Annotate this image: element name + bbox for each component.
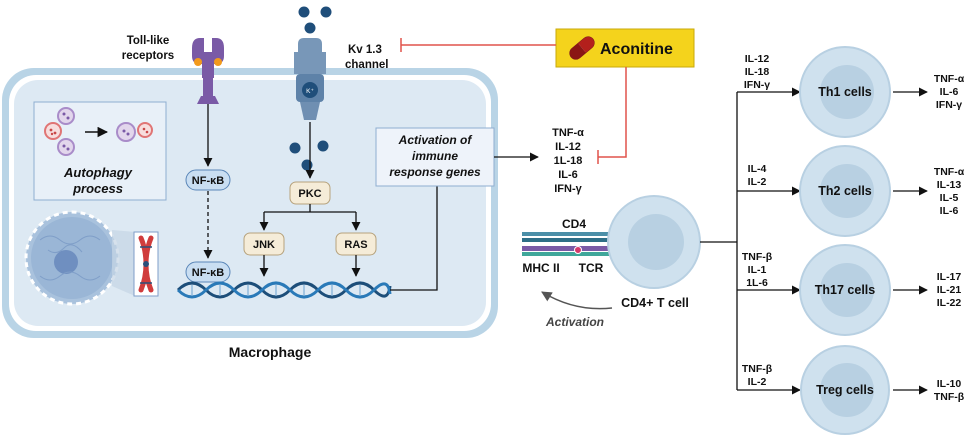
th17-output-2: IL-22 [937, 297, 962, 309]
cd4-label: CD4 [562, 217, 586, 231]
kv-channel-label-1: Kv 1.3 [348, 44, 382, 56]
th2-label: Th2 cells [818, 184, 872, 198]
potassium-ion-icons [289, 6, 332, 171]
cytokine-out-1: IL-12 [555, 141, 581, 153]
toll-like-receptor-icon [192, 38, 224, 104]
nucleus-icon [24, 210, 120, 306]
th1-input-2: IFN-γ [744, 79, 770, 91]
tcr-label: TCR [579, 261, 604, 275]
th17-input-0: TNF-β [742, 251, 773, 263]
nfkb-top-label: NF-κB [192, 175, 224, 187]
autophagy-label-2: process [72, 181, 123, 196]
th2-cell-nucleus [820, 164, 874, 218]
dna-helix-icon [176, 281, 392, 299]
autophagosome-icons [44, 107, 75, 156]
immune-synapse [522, 232, 612, 256]
aconitine-inhibits-cytokines [597, 67, 627, 164]
th1-label: Th1 cells [818, 85, 872, 99]
chromosome-zoom-wedge [112, 230, 135, 296]
th2-output-3: IL-6 [940, 205, 959, 217]
cytokine-out-0: TNF-α [552, 127, 584, 139]
th17-label: Th17 cells [815, 283, 875, 297]
autolysosome-icon [116, 122, 153, 142]
mhc-label: MHC II [522, 261, 559, 275]
kv-channel-label-2: channel [345, 59, 388, 71]
th1-input-0: IL-12 [745, 53, 770, 65]
chromosome-icon [138, 235, 154, 293]
th1-output-2: IFN-γ [936, 99, 962, 111]
th2-input-1: IL-2 [748, 176, 767, 188]
th2-output-2: IL-5 [940, 192, 959, 204]
cytokine-out-4: IFN-γ [554, 183, 582, 195]
th17-input-2: 1L-6 [746, 277, 768, 289]
dna-to-activation-arrow [390, 167, 442, 291]
cd4-t-cell-label: CD4+ T cell [621, 296, 689, 310]
treg-label: Treg cells [816, 383, 874, 397]
pill-icon [569, 36, 595, 60]
activation-genes-label-1: Activation of [398, 133, 473, 147]
treg-cell-nucleus [820, 363, 874, 417]
treg-input-0: TNF-β [742, 363, 773, 375]
cd4-t-cell-nucleus [628, 214, 684, 270]
autophagy-panel [33, 101, 167, 201]
toll-like-label-1: Toll-like [127, 35, 170, 47]
aconitine-inhibits-kv13 [400, 38, 556, 52]
nfkb-bottom-label: NF-κB [192, 267, 224, 279]
aconitine-label: Aconitine [600, 41, 673, 58]
th17-cell-nucleus [820, 263, 874, 317]
th17-output-0: IL-17 [937, 271, 962, 283]
toll-like-label-2: receptors [122, 50, 174, 62]
treg-input-1: IL-2 [748, 376, 767, 388]
ras-label: RAS [344, 239, 367, 251]
th1-output-1: IL-6 [940, 86, 959, 98]
kv13-channel-icon: K⁺ [294, 38, 326, 120]
autophagy-label-1: Autophagy [63, 165, 133, 180]
chromosome-box [133, 231, 159, 297]
th2-output-1: IL-13 [937, 179, 962, 191]
th2-output-0: TNF-α [934, 166, 965, 178]
activation-genes-label-3: response genes [389, 165, 481, 179]
th2-input-0: IL-4 [748, 163, 767, 175]
pkc-branch-lines [264, 204, 356, 213]
th1-cell-nucleus [820, 65, 874, 119]
activation-label: Activation [545, 315, 604, 329]
th17-output-1: IL-21 [937, 284, 962, 296]
activation-genes-box [375, 127, 495, 187]
nfkb-top-node [185, 169, 231, 191]
jnk-label: JNK [253, 239, 275, 251]
subset-branch-lines [700, 92, 738, 390]
treg-output-1: TNF-β [934, 391, 965, 403]
th17-input-1: IL-1 [748, 264, 767, 276]
cytokine-out-3: IL-6 [558, 169, 578, 181]
macrophage-label: Macrophage [229, 344, 312, 360]
k-ion-label: K⁺ [306, 88, 314, 95]
activation-curve-arrow [541, 291, 613, 310]
treg-output-0: IL-10 [937, 378, 962, 390]
th1-output-0: TNF-α [934, 73, 965, 85]
nfkb-bottom-node [185, 261, 231, 283]
macrophage-cytokines-list: TNF-α IL-12 1L-18 IL-6 IFN-γ [552, 127, 584, 195]
cytokine-out-2: 1L-18 [554, 155, 583, 167]
th1-input-1: IL-18 [745, 66, 770, 78]
pkc-label: PKC [298, 188, 321, 200]
activation-genes-label-2: immune [412, 149, 458, 163]
